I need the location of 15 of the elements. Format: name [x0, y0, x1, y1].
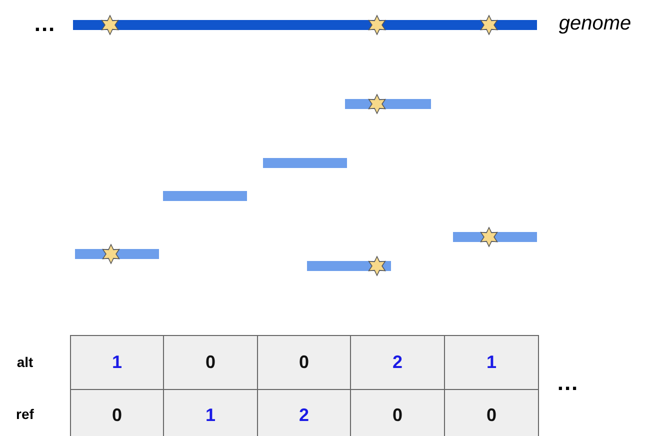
table-cell: 2: [350, 335, 445, 390]
genome-label: genome: [558, 12, 632, 36]
row-label: ref: [16, 406, 34, 422]
table-cell: 0: [350, 389, 445, 436]
table-cell: 0: [163, 335, 258, 390]
table-cell: 2: [257, 389, 351, 436]
ellipsis: ...: [557, 370, 579, 396]
table-cell: 1: [70, 335, 164, 390]
table-cell: 1: [163, 389, 258, 436]
table-cell: 1: [444, 335, 539, 390]
table-cell: 0: [70, 389, 164, 436]
ellipsis: ...: [34, 11, 56, 37]
row-label: alt: [16, 354, 34, 370]
table-cell: 0: [444, 389, 539, 436]
table-cell: 0: [257, 335, 351, 390]
